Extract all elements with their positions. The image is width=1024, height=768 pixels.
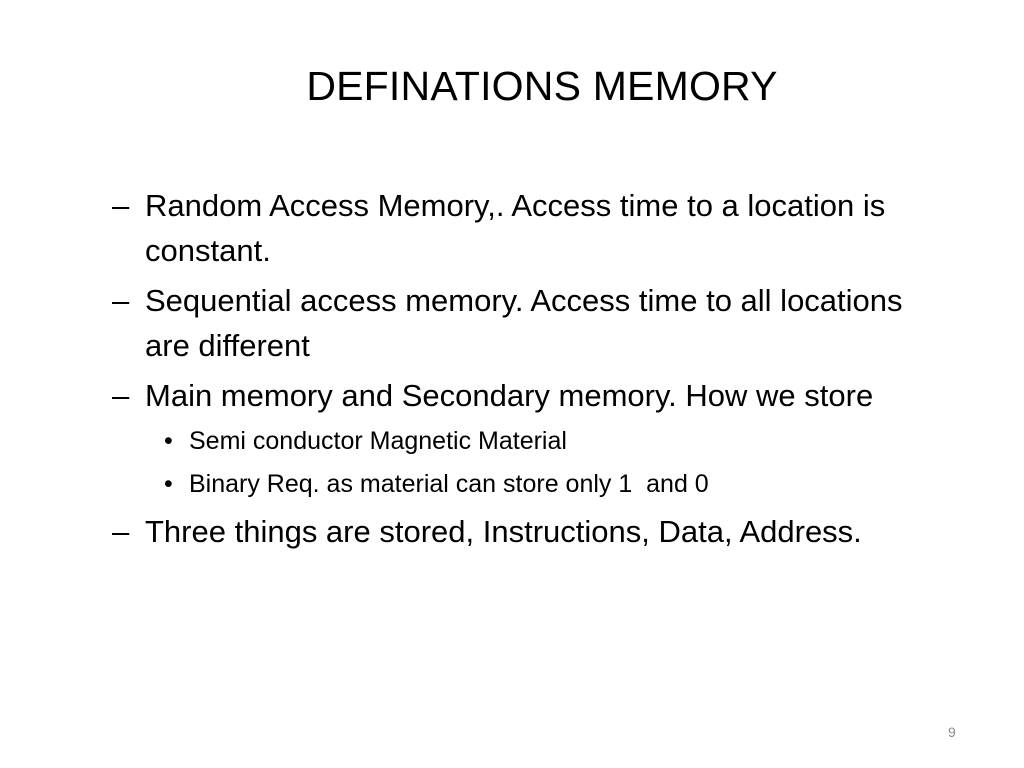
- dot-bullet-icon: •: [164, 470, 173, 498]
- list-item: – Random Access Memory,. Access time to …: [112, 183, 932, 273]
- list-item-text: Sequential access memory. Access time to…: [145, 283, 903, 363]
- dash-bullet-icon: –: [112, 514, 130, 549]
- sub-list-item-text: Binary Req. as material can store only 1…: [189, 470, 709, 498]
- dash-bullet-icon: –: [112, 188, 130, 223]
- bullet-list: – Random Access Memory,. Access time to …: [112, 183, 932, 559]
- list-item-text: Three things are stored, Instructions, D…: [145, 514, 862, 549]
- sub-bullet-list: • Semi conductor Magnetic Material • Bin…: [112, 423, 932, 502]
- dash-bullet-icon: –: [112, 283, 130, 318]
- list-item-text: Main memory and Secondary memory. How we…: [145, 378, 874, 413]
- sub-list-item: • Binary Req. as material can store only…: [112, 466, 932, 502]
- page-number: 9: [948, 724, 956, 740]
- list-item: – Three things are stored, Instructions,…: [112, 509, 932, 554]
- slide-title: DEFINATIONS MEMORY: [306, 63, 778, 109]
- dash-bullet-icon: –: [112, 378, 130, 413]
- sub-list-item: • Semi conductor Magnetic Material: [112, 423, 932, 459]
- list-item: – Main memory and Secondary memory. How …: [112, 373, 932, 418]
- list-item: – Sequential access memory. Access time …: [112, 278, 932, 368]
- list-item-text: Random Access Memory,. Access time to a …: [145, 188, 886, 268]
- dot-bullet-icon: •: [164, 427, 173, 455]
- sub-list-item-text: Semi conductor Magnetic Material: [189, 427, 567, 455]
